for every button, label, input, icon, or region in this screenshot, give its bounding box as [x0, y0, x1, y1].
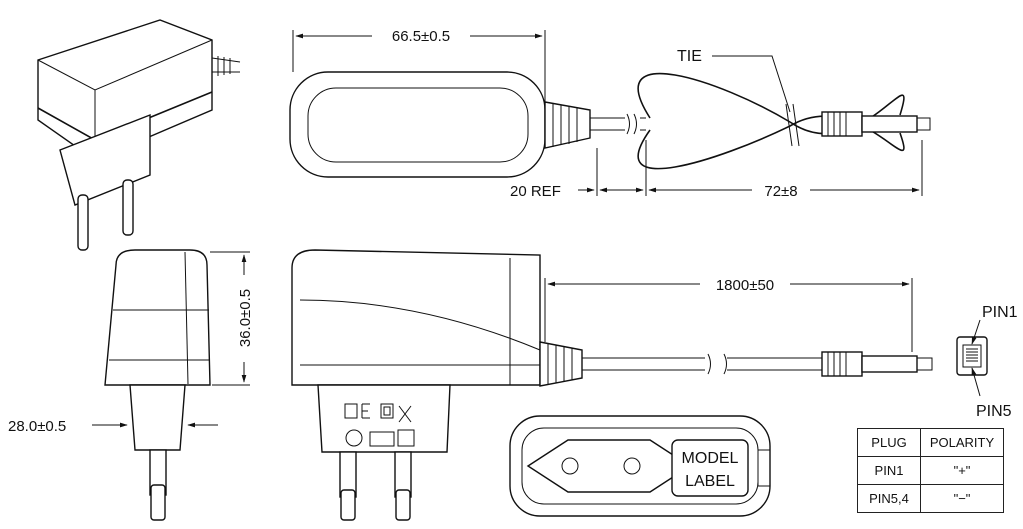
- dim-cable-length: 1800±50: [544, 277, 913, 352]
- cable-loop: [637, 72, 931, 170]
- dim-height: 36.0±0.5: [210, 251, 254, 386]
- dim-height-text: 36.0±0.5: [237, 289, 254, 347]
- dim-cable: 20 REF 72±8: [510, 140, 923, 200]
- top-view: [289, 71, 646, 178]
- certification-marks-icon: [344, 403, 415, 447]
- dim-width-top: 66.5±0.5: [292, 28, 546, 102]
- table-cell: PIN1: [857, 456, 921, 485]
- table-header-polarity: POLARITY: [920, 428, 1004, 457]
- polarity-table: PLUG POLARITY PIN1 "+" PIN5,4 "−": [857, 428, 1004, 513]
- dim-depth: 28.0±0.5: [8, 418, 218, 435]
- isometric-view: [37, 19, 241, 251]
- table-header-plug: PLUG: [857, 428, 921, 457]
- model-label-line1: MODEL: [682, 450, 739, 467]
- model-label-line2: LABEL: [685, 473, 735, 490]
- table-cell: "−": [920, 484, 1004, 513]
- dim-depth-text: 28.0±0.5: [8, 418, 66, 435]
- dim-cable-ref-text: 20 REF: [510, 183, 561, 200]
- table-row: PIN1 "+": [857, 456, 1004, 485]
- dim-cable-length-text: 1800±50: [716, 277, 774, 294]
- table-cell: "+": [920, 456, 1004, 485]
- tie-label: TIE: [677, 48, 702, 65]
- front-view: [291, 249, 933, 521]
- table-row: PLUG POLARITY: [857, 428, 1004, 457]
- pin5-label: PIN5: [976, 403, 1012, 420]
- tie-callout: TIE: [677, 48, 791, 113]
- table-row: PIN5,4 "−": [857, 484, 1004, 513]
- table-cell: PIN5,4: [857, 484, 921, 513]
- side-view: [104, 249, 211, 521]
- connector-end-view: PIN1 PIN5: [956, 304, 1018, 420]
- dim-cable-loop-text: 72±8: [764, 183, 797, 200]
- plug-face-view: MODEL LABEL: [509, 415, 771, 517]
- dim-width-top-text: 66.5±0.5: [392, 28, 450, 45]
- pin1-label: PIN1: [982, 304, 1018, 321]
